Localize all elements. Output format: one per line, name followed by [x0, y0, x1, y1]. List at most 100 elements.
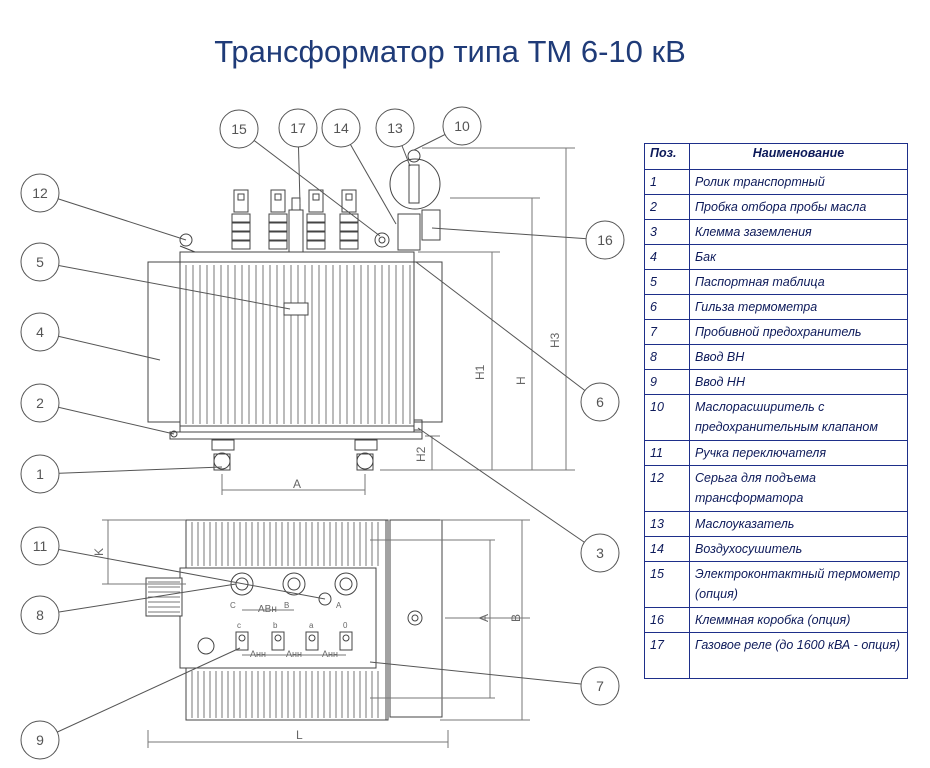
legend-row-pos: 15 [644, 561, 690, 608]
legend-row-pos: 13 [644, 511, 690, 537]
radiator-left [147, 261, 183, 423]
callout-label: 6 [596, 394, 604, 410]
tank-front [179, 251, 415, 436]
legend-row-name: Пробивной предохранитель [689, 319, 908, 345]
callout-label: 9 [36, 732, 44, 748]
dim-avn: АВн [258, 604, 277, 615]
legend-row-pos: 12 [644, 465, 690, 512]
legend-row-name: Клемма заземления [689, 219, 908, 245]
dim-ann-1: Анн [250, 649, 266, 659]
callout-label: 10 [454, 118, 470, 134]
callout-15: 15 [219, 109, 259, 149]
legend-row-pos: 7 [644, 319, 690, 345]
callout-7: 7 [580, 666, 620, 706]
legend-row-name: Клеммная коробка (опция) [689, 607, 908, 633]
legend-row-name: Газовое реле (до 1600 кВА - опция) [689, 632, 908, 679]
callout-label: 1 [36, 466, 44, 482]
phase-lv-b: b [273, 621, 278, 630]
callout-1: 1 [20, 454, 60, 494]
callout-label: 3 [596, 545, 604, 561]
phase-lv-a: a [309, 621, 314, 630]
callout-label: 2 [36, 395, 44, 411]
legend-row-pos: 3 [644, 219, 690, 245]
callout-9: 9 [20, 720, 60, 760]
dim-b: B [509, 614, 523, 622]
callout-13: 13 [375, 108, 415, 148]
callout-3: 3 [580, 533, 620, 573]
legend-row-pos: 14 [644, 536, 690, 562]
dim-h: H [514, 376, 528, 385]
phase-hv-b: B [284, 601, 289, 610]
legend-row-pos: 4 [644, 244, 690, 270]
dim-ann-3: Анн [322, 649, 338, 659]
callout-label: 5 [36, 254, 44, 270]
callout-label: 11 [33, 538, 48, 554]
dim-k: K [92, 548, 106, 556]
callout-label: 7 [596, 678, 604, 694]
legend-row-name: Ввод НН [689, 369, 908, 395]
phase-hv-a: A [336, 601, 342, 610]
callout-16: 16 [585, 220, 625, 260]
legend-row-name: Ввод ВН [689, 344, 908, 370]
callout-label: 17 [290, 120, 306, 136]
dim-l: L [296, 728, 303, 742]
legend-header-name: Наименование [689, 143, 908, 170]
callout-label: 16 [597, 232, 613, 248]
phase-hv-c: C [230, 601, 236, 610]
callout-5: 5 [20, 242, 60, 282]
legend-row-pos: 6 [644, 294, 690, 320]
callout-17: 17 [278, 108, 318, 148]
callout-label: 13 [387, 120, 403, 136]
phase-lv-c: c [237, 621, 241, 630]
legend-row-pos: 1 [644, 169, 690, 195]
legend-row-name: Бак [689, 244, 908, 270]
legend-row-name: Ручка переключателя [689, 440, 908, 466]
legend-row-name: Ролик транспортный [689, 169, 908, 195]
legend-row-pos: 17 [644, 632, 690, 679]
legend-row-name: Пробка отбора пробы масла [689, 194, 908, 220]
legend-row-name: Маслорасширитель с предохранительным кла… [689, 394, 908, 441]
callout-label: 8 [36, 607, 44, 623]
legend-row-pos: 5 [644, 269, 690, 295]
legend-row-pos: 2 [644, 194, 690, 220]
callout-11: 11 [20, 526, 60, 566]
callout-label: 14 [333, 120, 349, 136]
radiator-right [411, 261, 443, 423]
dim-h3: H3 [548, 332, 562, 348]
page-title: Трансформатор типа ТМ 6-10 кВ [214, 34, 686, 69]
callout-8: 8 [20, 595, 60, 635]
callout-14: 14 [321, 108, 361, 148]
callout-label: 4 [36, 324, 44, 340]
legend-row-name: Электроконтактный термометр (опция) [689, 561, 908, 608]
callout-4: 4 [20, 312, 60, 352]
legend-row-name: Маслоуказатель [689, 511, 908, 537]
dim-ann-2: Анн [286, 649, 302, 659]
legend-row-name: Гильза термометра [689, 294, 908, 320]
callout-label: 12 [32, 185, 48, 201]
legend-header-row: Поз. Наименование [644, 143, 908, 170]
legend-row-pos: 9 [644, 369, 690, 395]
callout-6: 6 [580, 382, 620, 422]
dim-a-top: A [477, 614, 491, 622]
callout-label: 15 [231, 121, 247, 137]
legend-row-name: Серьга для подъема трансформатора [689, 465, 908, 512]
legend-header-pos: Поз. [644, 143, 690, 170]
legend-row-pos: 10 [644, 394, 690, 441]
legend-row-name: Паспортная таблица [689, 269, 908, 295]
legend-row-name: Воздухосушитель [689, 536, 908, 562]
dim-h1: H1 [473, 364, 487, 380]
